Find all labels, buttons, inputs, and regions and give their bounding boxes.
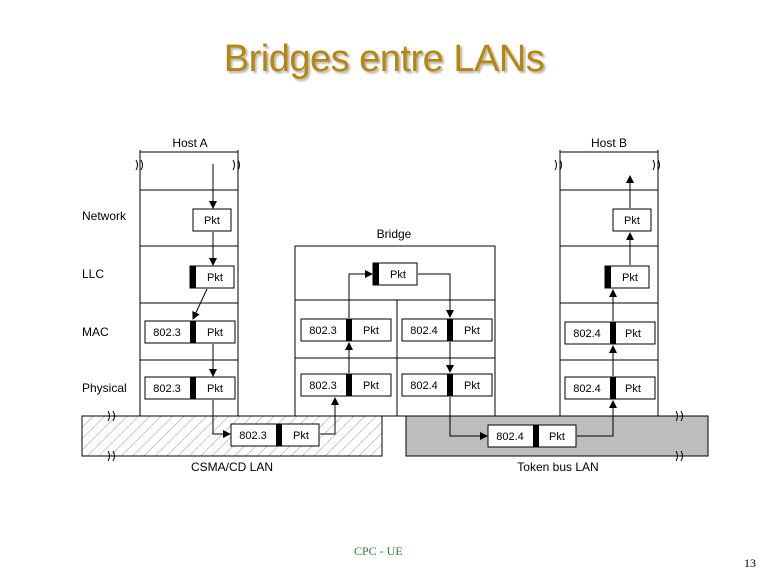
- lan-break-marks: [107, 410, 683, 462]
- host-b-stack: Host B: [554, 136, 660, 416]
- token-bus-lan-frame: 802.4 Pkt: [487, 424, 577, 448]
- bridge-label: Bridge: [377, 227, 412, 241]
- packet-flow-arrows: [192, 164, 634, 440]
- svg-text:Pkt: Pkt: [624, 215, 640, 227]
- host-a-network-pkt: Pkt: [192, 208, 232, 232]
- csma-cd-lan-label: CSMA/CD LAN: [191, 460, 273, 474]
- bridge-llc-frame: Pkt: [372, 262, 418, 286]
- svg-text:Pkt: Pkt: [363, 380, 379, 392]
- bridge-mac-8024-frame: 802.4 Pkt: [401, 318, 493, 342]
- host-a-stack: Host A: [135, 136, 240, 416]
- svg-text:Pkt: Pkt: [207, 272, 223, 284]
- svg-text:802.4: 802.4: [410, 325, 438, 337]
- layer-label-network: Network: [82, 209, 127, 223]
- bridge-physical-8023-frame: 802.3 Pkt: [300, 373, 392, 397]
- svg-text:802.4: 802.4: [573, 328, 601, 340]
- svg-text:Pkt: Pkt: [390, 269, 406, 281]
- svg-text:802.3: 802.3: [153, 327, 181, 339]
- host-b-network-pkt: Pkt: [612, 208, 652, 232]
- bridge-physical-8024-frame: 802.4 Pkt: [401, 373, 493, 397]
- svg-text:Pkt: Pkt: [464, 325, 480, 337]
- layer-label-physical: Physical: [82, 381, 127, 395]
- svg-text:802.3: 802.3: [239, 430, 267, 442]
- host-b-physical-frame: 802.4 Pkt: [564, 376, 656, 400]
- svg-text:802.3: 802.3: [309, 380, 337, 392]
- svg-text:Pkt: Pkt: [207, 383, 223, 395]
- host-a-physical-frame: 802.3 Pkt: [144, 376, 236, 400]
- svg-text:802.4: 802.4: [496, 431, 524, 443]
- svg-text:Pkt: Pkt: [464, 380, 480, 392]
- footer-label: CPC - UE: [354, 544, 403, 558]
- svg-text:802.3: 802.3: [309, 325, 337, 337]
- svg-text:Pkt: Pkt: [204, 215, 220, 227]
- svg-text:Pkt: Pkt: [207, 327, 223, 339]
- host-a-mac-frame: 802.3 Pkt: [144, 320, 236, 344]
- host-b-label: Host B: [591, 136, 627, 150]
- bridge-mac-8023-frame: 802.3 Pkt: [300, 318, 392, 342]
- svg-text:802.3: 802.3: [153, 383, 181, 395]
- host-b-mac-frame: 802.4 Pkt: [564, 321, 656, 345]
- svg-text:Pkt: Pkt: [549, 431, 565, 443]
- svg-text:Pkt: Pkt: [363, 325, 379, 337]
- svg-text:Pkt: Pkt: [622, 272, 638, 284]
- svg-text:Pkt: Pkt: [625, 328, 641, 340]
- svg-text:Pkt: Pkt: [293, 430, 309, 442]
- svg-text:802.4: 802.4: [410, 380, 438, 392]
- layer-label-llc: LLC: [82, 267, 104, 281]
- token-bus-lan-label: Token bus LAN: [517, 460, 598, 474]
- layer-label-mac: MAC: [82, 325, 109, 339]
- host-a-llc-frame: Pkt: [189, 265, 235, 289]
- svg-text:802.4: 802.4: [573, 383, 601, 395]
- host-b-llc-frame: Pkt: [604, 265, 650, 289]
- page-number: 13: [744, 556, 756, 570]
- slide-title: Bridges entre LANs: [223, 38, 545, 80]
- bridge-stack: Bridge: [294, 227, 496, 417]
- svg-text:Pkt: Pkt: [625, 383, 641, 395]
- csma-cd-lan-frame: 802.3 Pkt: [230, 423, 320, 447]
- host-a-label: Host A: [172, 136, 207, 150]
